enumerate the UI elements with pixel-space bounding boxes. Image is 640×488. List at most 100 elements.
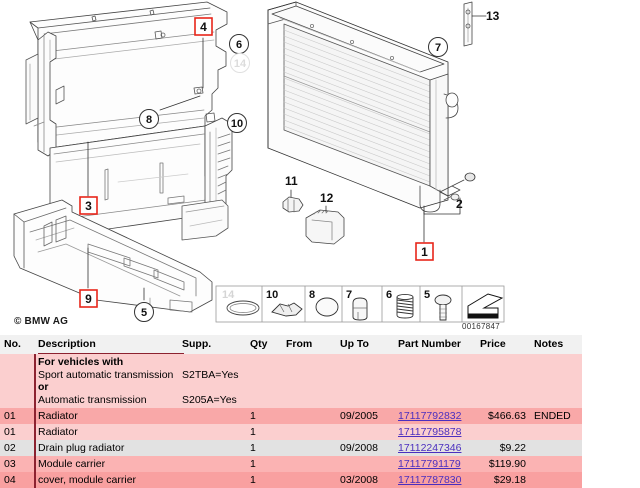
callout-13: 13 <box>486 9 500 23</box>
row-part-number-cell: 17117795878 <box>394 424 476 440</box>
row-part-number-cell: 17117787830 <box>394 472 476 488</box>
condition-conjunction: or <box>38 381 49 393</box>
col-header-part-number[interactable]: Part Number <box>394 335 476 354</box>
callout-8: 8 <box>139 109 159 129</box>
row-from <box>282 456 336 472</box>
legend-strip: 14 10 8 7 6 <box>215 285 505 323</box>
col-header-qty[interactable]: Qty <box>246 335 282 354</box>
row-price: $466.63 <box>476 408 530 424</box>
svg-text:14: 14 <box>234 58 247 70</box>
condition-title: For vehicles with <box>38 356 124 368</box>
row-notes: ENDED <box>530 408 582 424</box>
svg-text:6: 6 <box>386 289 392 301</box>
condition-from <box>282 354 336 408</box>
row-no: 01 <box>0 424 34 440</box>
col-header-no[interactable]: No. <box>0 335 34 354</box>
row-description: Radiator <box>34 408 178 424</box>
row-upto: 03/2008 <box>336 472 394 488</box>
part-number-link[interactable]: 17117795878 <box>398 426 462 438</box>
part-number-link[interactable]: 17117792832 <box>398 410 462 422</box>
part-number-link[interactable]: 17117791179 <box>398 458 461 470</box>
col-header-upto[interactable]: Up To <box>336 335 394 354</box>
row-supp <box>178 424 246 440</box>
row-supp <box>178 456 246 472</box>
callout-4-selected: 4 <box>194 17 213 36</box>
row-qty: 1 <box>246 472 282 488</box>
row-part-number-cell: 17112247346 <box>394 440 476 456</box>
parts-diagram[interactable]: 14 10 8 7 6 <box>0 0 512 334</box>
condition-supp: S2TBA=Yes S205A=Yes <box>178 354 246 408</box>
svg-text:9: 9 <box>85 292 92 306</box>
row-no: 03 <box>0 456 34 472</box>
bmw-copyright: © BMW AG <box>14 316 69 327</box>
svg-text:8: 8 <box>146 114 152 126</box>
condition-description: For vehicles with Sport automatic transm… <box>34 354 178 408</box>
table-header-row: No. Description Supp. Qty From Up To Par… <box>0 335 582 354</box>
table-row[interactable]: 02 Drain plug radiator 1 09/2008 1711224… <box>0 440 582 456</box>
callout-7: 7 <box>428 37 448 57</box>
table-row[interactable]: 04 cover, module carrier 1 03/2008 17117… <box>0 472 582 488</box>
col-header-notes[interactable]: Notes <box>530 335 582 354</box>
row-description: Drain plug radiator <box>34 440 178 456</box>
condition-line2-supp: S205A=Yes <box>182 393 237 406</box>
row-notes <box>530 424 582 440</box>
condition-row: For vehicles with Sport automatic transm… <box>0 354 582 408</box>
row-part-number-cell: 17117791179 <box>394 456 476 472</box>
col-header-description[interactable]: Description <box>34 335 184 354</box>
table-row[interactable]: 01 Radiator 1 09/2005 17117792832 $466.6… <box>0 408 582 424</box>
col-header-supp[interactable]: Supp. <box>178 335 246 354</box>
table-row[interactable]: 03 Module carrier 1 17117791179 $119.90 <box>0 456 582 472</box>
row-upto <box>336 424 394 440</box>
svg-text:14: 14 <box>222 289 235 301</box>
callout-11: 11 <box>285 174 298 188</box>
row-description: cover, module carrier <box>34 472 178 488</box>
row-qty: 1 <box>246 456 282 472</box>
col-header-from[interactable]: From <box>282 335 336 354</box>
row-part-number-cell: 17117792832 <box>394 408 476 424</box>
condition-qty <box>246 354 282 408</box>
row-upto: 09/2008 <box>336 440 394 456</box>
row-notes <box>530 472 582 488</box>
condition-price <box>476 354 530 408</box>
condition-line2: Automatic transmission <box>38 393 147 406</box>
row-no: 04 <box>0 472 34 488</box>
svg-text:5: 5 <box>141 307 147 319</box>
callout-5: 5 <box>134 302 154 322</box>
table-row[interactable]: 01 Radiator 1 17117795878 <box>0 424 582 440</box>
row-qty: 1 <box>246 408 282 424</box>
condition-notes <box>530 354 582 408</box>
callout-2: 2 <box>456 197 463 211</box>
row-from <box>282 472 336 488</box>
row-from <box>282 440 336 456</box>
row-price: $9.22 <box>476 440 530 456</box>
row-no: 01 <box>0 408 34 424</box>
row-upto <box>336 456 394 472</box>
svg-text:1: 1 <box>421 245 428 259</box>
row-supp <box>178 408 246 424</box>
svg-text:4: 4 <box>200 20 207 34</box>
condition-upto <box>336 354 394 408</box>
callout-6: 6 <box>229 34 249 54</box>
row-qty: 1 <box>246 424 282 440</box>
col-header-price[interactable]: Price <box>476 335 530 354</box>
svg-text:10: 10 <box>266 289 278 301</box>
row-supp <box>178 472 246 488</box>
part-number-link[interactable]: 17112247346 <box>398 442 462 454</box>
part-number-link[interactable]: 17117787830 <box>398 474 462 486</box>
condition-line1-supp: S2TBA=Yes <box>182 368 239 381</box>
callout-14: 14 <box>230 53 250 73</box>
row-price <box>476 424 530 440</box>
svg-text:7: 7 <box>435 42 441 54</box>
row-notes <box>530 456 582 472</box>
condition-no <box>0 354 34 408</box>
condition-line1: Sport automatic transmission <box>38 368 174 381</box>
callout-1-selected: 1 <box>415 242 434 261</box>
svg-text:6: 6 <box>236 39 242 51</box>
svg-text:7: 7 <box>346 289 352 301</box>
row-supp <box>178 440 246 456</box>
row-price: $119.90 <box>476 456 530 472</box>
svg-text:5: 5 <box>424 289 430 301</box>
svg-text:8: 8 <box>309 289 315 301</box>
callout-3-selected: 3 <box>79 196 98 215</box>
